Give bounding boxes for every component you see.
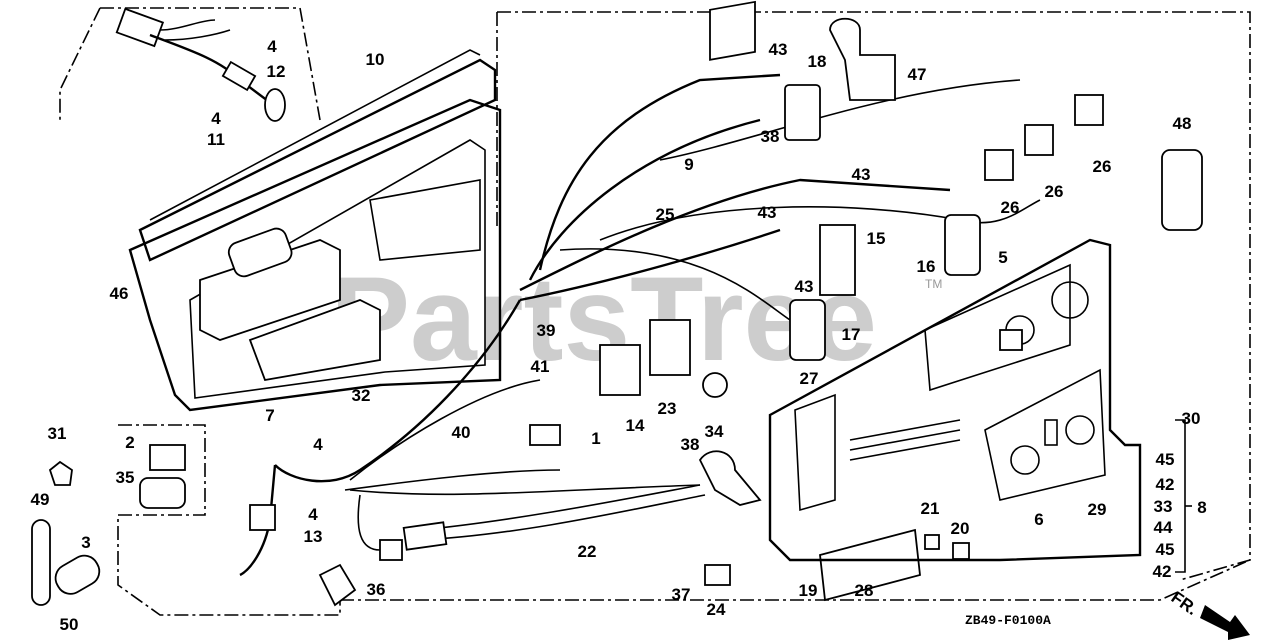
callout-18: 18 — [808, 52, 827, 71]
callout-33: 33 — [1154, 497, 1173, 516]
callout-38: 38 — [761, 127, 780, 146]
callout-4: 4 — [313, 435, 323, 454]
callout-3: 3 — [81, 533, 90, 552]
callout-43: 43 — [852, 165, 871, 184]
callout-5: 5 — [998, 248, 1007, 267]
callout-50: 50 — [60, 615, 79, 634]
main-wire-harness — [239, 73, 1041, 577]
callout-17: 17 — [842, 325, 861, 344]
callout-23: 23 — [658, 399, 677, 418]
callout-29: 29 — [1088, 500, 1107, 519]
callout-45: 45 — [1156, 540, 1175, 559]
callout-6: 6 — [1034, 510, 1043, 529]
assembly-boundary — [59, 7, 1251, 616]
callout-39: 39 — [537, 321, 556, 340]
callout-20: 20 — [951, 519, 970, 538]
callout-36: 36 — [367, 580, 386, 599]
callout-37: 37 — [672, 585, 691, 604]
trademark: TM — [925, 277, 942, 291]
callout-26: 26 — [1001, 198, 1020, 217]
callout-26: 26 — [1045, 182, 1064, 201]
callout-31: 31 — [48, 424, 67, 443]
callout-15: 15 — [867, 229, 886, 248]
callout-22: 22 — [578, 542, 597, 561]
callout-9: 9 — [684, 155, 693, 174]
callout-46: 46 — [110, 284, 129, 303]
front-panel — [768, 238, 1142, 562]
front-label: FR. — [1168, 588, 1201, 619]
callout-14: 14 — [626, 416, 645, 435]
callout-34: 34 — [705, 422, 724, 441]
callout-27: 27 — [800, 369, 819, 388]
callout-7: 7 — [265, 406, 274, 425]
callout-12: 12 — [267, 62, 286, 81]
callout-43: 43 — [758, 203, 777, 222]
callout-4: 4 — [308, 505, 318, 524]
callout-38: 38 — [681, 435, 700, 454]
callout-28: 28 — [855, 581, 874, 600]
callout-43: 43 — [795, 277, 814, 296]
callout-8: 8 — [1197, 498, 1206, 517]
kit-bracket — [1175, 419, 1186, 573]
callout-25: 25 — [656, 205, 675, 224]
callout-35: 35 — [116, 468, 135, 487]
components — [31, 0, 1203, 607]
callout-4: 4 — [267, 37, 277, 56]
callout-26: 26 — [1093, 157, 1112, 176]
callout-49: 49 — [31, 490, 50, 509]
callout-1: 1 — [591, 429, 600, 448]
wire-harness-top — [115, 7, 286, 122]
callout-16: 16 — [917, 257, 936, 276]
callout-13: 13 — [304, 527, 323, 546]
drawing-code: ZB49-F0100A — [965, 613, 1051, 628]
callout-47: 47 — [908, 65, 927, 84]
callout-40: 40 — [452, 423, 471, 442]
callout-19: 19 — [799, 581, 818, 600]
callout-42: 42 — [1153, 562, 1172, 581]
callout-43: 43 — [769, 40, 788, 59]
callout-10: 10 — [366, 50, 385, 69]
callout-44: 44 — [1154, 518, 1173, 537]
callout-32: 32 — [352, 386, 371, 405]
callout-21: 21 — [921, 499, 940, 518]
control-box-housing — [128, 49, 502, 412]
callout-42: 42 — [1156, 475, 1175, 494]
callout-24: 24 — [707, 600, 726, 619]
callout-4: 4 — [211, 109, 221, 128]
callout-11: 11 — [207, 130, 225, 149]
front-direction-arrow: FR. — [1168, 588, 1250, 640]
callout-48: 48 — [1173, 114, 1192, 133]
callout-30: 30 — [1182, 409, 1201, 428]
callout-41: 41 — [531, 357, 550, 376]
callout-45: 45 — [1156, 450, 1175, 469]
callout-2: 2 — [125, 433, 134, 452]
